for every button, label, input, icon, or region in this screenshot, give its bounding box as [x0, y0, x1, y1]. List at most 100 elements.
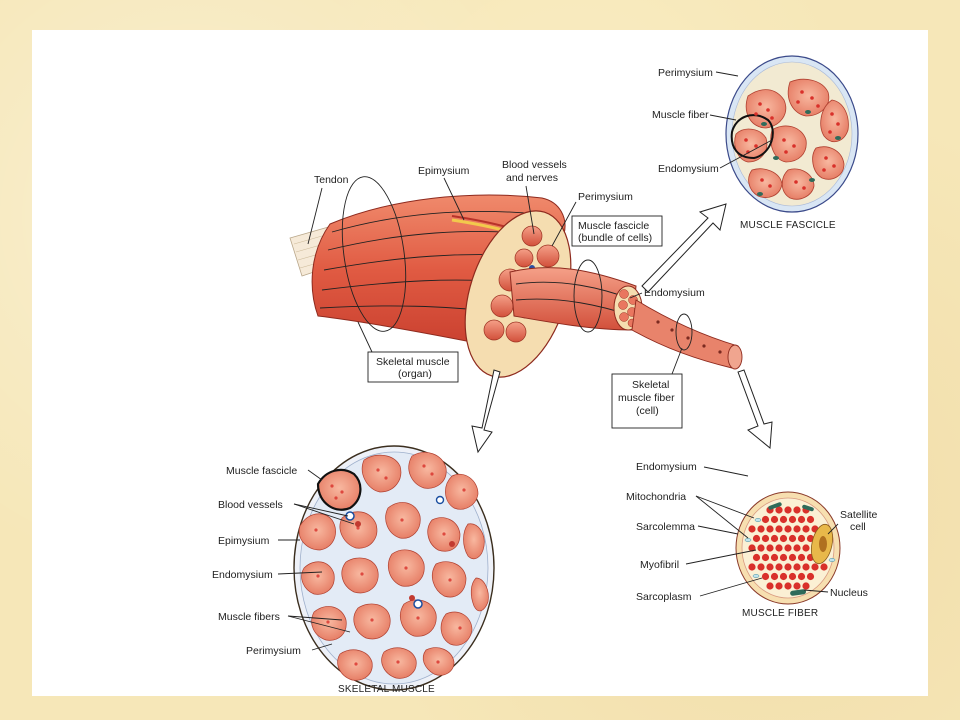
myofibril-dot	[779, 515, 788, 524]
label-tendon: Tendon	[314, 174, 349, 186]
fiber-label-mitochondria: Mitochondria	[626, 491, 686, 503]
main-labels: Tendon Epimysium Blood vessels and nerve…	[307, 159, 705, 429]
fiber-label-myofibril: Myofibril	[640, 559, 679, 571]
label-organ: (organ)	[398, 368, 432, 380]
myofibril-dot	[770, 534, 779, 543]
label-perimysium-top: Perimysium	[578, 191, 633, 203]
myofibril-dot	[788, 553, 797, 562]
organ-encircle-marker	[341, 176, 407, 332]
myofibril-dot	[761, 534, 770, 543]
fiber-caption: MUSCLE FIBER	[742, 608, 818, 619]
myofibril-dot	[784, 544, 792, 552]
myofibril-dot	[788, 515, 797, 524]
fascicle-label-endomysium: Endomysium	[658, 163, 719, 175]
fascicle-label-perimysium: Perimysium	[658, 67, 713, 79]
arrow-to-fiber	[737, 369, 773, 449]
muscle-fascicle-panel: Perimysium Muscle fiber Endomysium MUSCL…	[652, 55, 859, 231]
muscle-fascicle-box	[571, 215, 663, 247]
fiber-label-nucleus: Nucleus	[830, 587, 868, 599]
myofibril-dot	[757, 563, 765, 571]
fiber-label-sarcolemma: Sarcolemma	[636, 521, 695, 533]
muscle-label-epimysium: Epimysium	[218, 535, 270, 547]
label-skeletal-muscle: Skeletal muscle	[376, 356, 450, 368]
skeletal-muscle-box	[367, 351, 459, 383]
myofibril-dot	[811, 563, 819, 571]
fiber-label-sarcoplasm: Sarcoplasm	[636, 591, 692, 603]
myofibril-dot	[748, 563, 756, 571]
label-skeletal: Skeletal	[632, 379, 669, 391]
myofibril-dot	[766, 525, 774, 533]
myofibril-dot	[784, 525, 792, 533]
fascicle-label-muscle-fiber: Muscle fiber	[652, 109, 709, 121]
myofibril-dot	[802, 525, 810, 533]
myofibril-dot	[793, 563, 801, 571]
label-blood-vessels-nerves-2: and nerves	[506, 172, 558, 184]
myofibril-dot	[797, 534, 806, 543]
myofibril-dot	[775, 544, 783, 552]
label-cell: (cell)	[636, 405, 659, 417]
myofibril-dot	[752, 534, 761, 543]
label-endomysium-mid: Endomysium	[644, 287, 705, 299]
myofibril-dot	[788, 572, 797, 581]
label-muscle-fascicle: Muscle fascicle	[578, 220, 649, 232]
label-blood-vessels-nerves-1: Blood vessels	[502, 159, 567, 171]
myofibril-dot	[748, 525, 756, 533]
skeletal-muscle-panel: Muscle fascicle Blood vessels Epimysium …	[212, 445, 495, 695]
myofibril-dot	[802, 563, 810, 571]
fascicle-caption: MUSCLE FASCICLE	[740, 220, 836, 231]
myofibril-dot	[797, 553, 806, 562]
fiber-label-satellite-cell-1: Satellite	[840, 509, 878, 521]
muscle-fiber-panel: Endomysium Mitochondria Sarcolemma Myofi…	[626, 461, 878, 619]
myofibril-dot	[761, 515, 770, 524]
muscle-caption: SKELETAL MUSCLE	[338, 684, 435, 695]
arrow-to-fascicle	[641, 203, 727, 293]
fiber-label-satellite-cell-2: cell	[850, 521, 866, 533]
myofibril-dot	[752, 553, 761, 562]
myofibril-dot	[775, 582, 783, 590]
arrow-to-skeletal-muscle	[471, 369, 501, 454]
myofibril-dot	[806, 572, 815, 581]
muscle-label-blood-vessels: Blood vessels	[218, 499, 283, 511]
myofibril-dot	[802, 582, 810, 590]
fiber-label-endomysium: Endomysium	[636, 461, 697, 473]
myofibril-dot	[793, 506, 801, 514]
skeletal-fiber-box	[611, 373, 683, 429]
myofibril-dot	[793, 544, 801, 552]
myofibril-dot	[757, 544, 765, 552]
myofibril-dot	[788, 534, 797, 543]
myofibril-dot	[770, 515, 779, 524]
muscle-label-perimysium: Perimysium	[246, 645, 301, 657]
myofibril-dot	[784, 582, 792, 590]
myofibril-dot	[766, 544, 774, 552]
myofibril-dot	[757, 525, 765, 533]
myofibril-dot	[779, 553, 788, 562]
myofibril-dot	[784, 563, 792, 571]
myofibril-dot	[761, 553, 770, 562]
myofibril-dot	[775, 563, 783, 571]
muscle-label-fascicle: Muscle fascicle	[226, 465, 297, 477]
myofibril-dot	[748, 544, 756, 552]
myofibril-dot	[766, 582, 774, 590]
myofibril-dot	[770, 553, 779, 562]
myofibril-dot	[779, 572, 788, 581]
myofibril-dot	[779, 534, 788, 543]
myofibril-dot	[793, 525, 801, 533]
myofibril-dot	[806, 515, 815, 524]
muscle-fascicle-bundle	[509, 267, 643, 331]
myofibril-dot	[802, 544, 810, 552]
muscle-label-endomysium: Endomysium	[212, 569, 273, 581]
myofibril-dot	[820, 563, 828, 571]
myofibril-dot	[793, 582, 801, 590]
myofibril-dot	[766, 563, 774, 571]
fascicle-encircle-marker	[573, 259, 603, 333]
myofibril-dot	[775, 506, 783, 514]
muscle-label-fibers: Muscle fibers	[218, 611, 280, 623]
label-bundle-of-cells: (bundle of cells)	[578, 232, 652, 244]
flow-arrows	[471, 203, 773, 454]
myofibril-dot	[797, 515, 806, 524]
myofibril-dot	[770, 572, 779, 581]
myofibril-dot	[784, 506, 792, 514]
diagram-canvas: Tendon Epimysium Blood vessels and nerve…	[32, 30, 928, 696]
myofibril-dot	[797, 572, 806, 581]
label-epimysium: Epimysium	[418, 165, 470, 177]
